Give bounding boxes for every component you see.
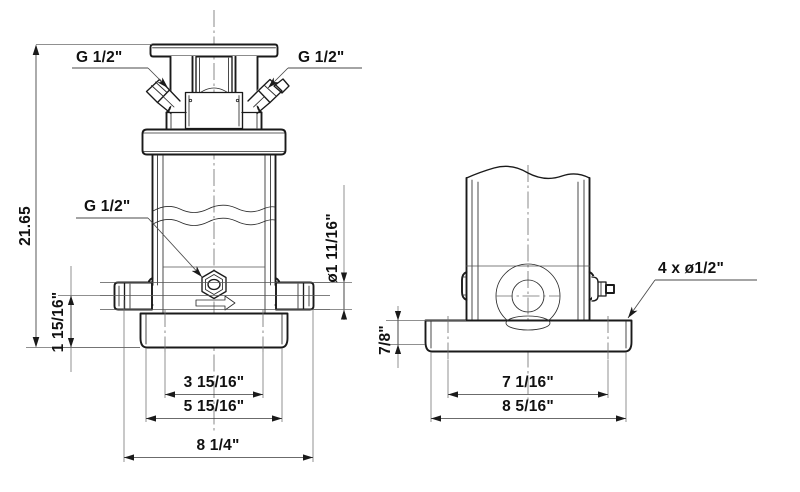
vent-fitting-right xyxy=(247,78,290,115)
pump-chamber-stack xyxy=(151,154,277,321)
rotation-direction-arrow xyxy=(195,295,236,311)
dimension-base-width-side: 8 5/16" xyxy=(430,352,627,422)
callout-port-mid-left: G 1/2" xyxy=(76,198,203,278)
pump-head-flange xyxy=(141,128,287,156)
discharge-port-right xyxy=(275,281,315,311)
motor-body xyxy=(184,91,244,130)
base-plate-side xyxy=(424,315,633,360)
callout-port-top-right-label: G 1/2" xyxy=(298,49,344,66)
dimension-port-to-port: 5 15/16" xyxy=(145,348,283,422)
dimension-overall-height: 21.65 xyxy=(17,44,40,348)
dim-port-to-port-label: 5 15/16" xyxy=(184,398,245,415)
side-view xyxy=(386,165,633,400)
dimension-base-thickness: 7/8" xyxy=(377,306,402,368)
dim-base-width-front-label: 8 1/4" xyxy=(196,437,239,454)
dim-bolt-spacing-front-label: 3 15/16" xyxy=(184,374,245,391)
callout-port-mid-left-label: G 1/2" xyxy=(84,198,130,215)
drain-plug-hex xyxy=(201,269,227,300)
callout-base-holes: 4 x ø1/2" xyxy=(627,260,757,319)
dim-port-height-label: 1 15/16" xyxy=(50,292,67,353)
dim-bolt-spacing-side-label: 7 1/16" xyxy=(502,374,554,391)
dim-overall-height-label: 21.65 xyxy=(17,206,34,246)
dimension-shaft-diameter: ø1 11/16" xyxy=(314,185,352,320)
motor-top-flange xyxy=(149,43,279,58)
side-chamber-stack xyxy=(465,165,591,321)
side-plug-fitting xyxy=(591,276,615,302)
dim-base-thickness-label: 7/8" xyxy=(377,325,394,355)
dim-base-width-side-label: 8 5/16" xyxy=(502,398,554,415)
front-view xyxy=(26,10,330,432)
dimension-bolt-spacing-front: 3 15/16" xyxy=(164,352,264,398)
dim-shaft-diameter-label: ø1 11/16" xyxy=(324,213,341,282)
dimension-bolt-spacing-side: 7 1/16" xyxy=(447,360,609,398)
suction-port-left xyxy=(113,281,153,311)
base-plate-front xyxy=(139,310,289,352)
dimension-base-width-front: 8 1/4" xyxy=(123,300,314,462)
callout-port-top-right: G 1/2" xyxy=(267,49,362,89)
callout-port-top-left-label: G 1/2" xyxy=(76,49,122,66)
callout-port-top-left: G 1/2" xyxy=(72,49,169,89)
callout-base-holes-label: 4 x ø1/2" xyxy=(658,260,724,277)
dimension-port-height: 1 15/16" xyxy=(50,266,140,372)
